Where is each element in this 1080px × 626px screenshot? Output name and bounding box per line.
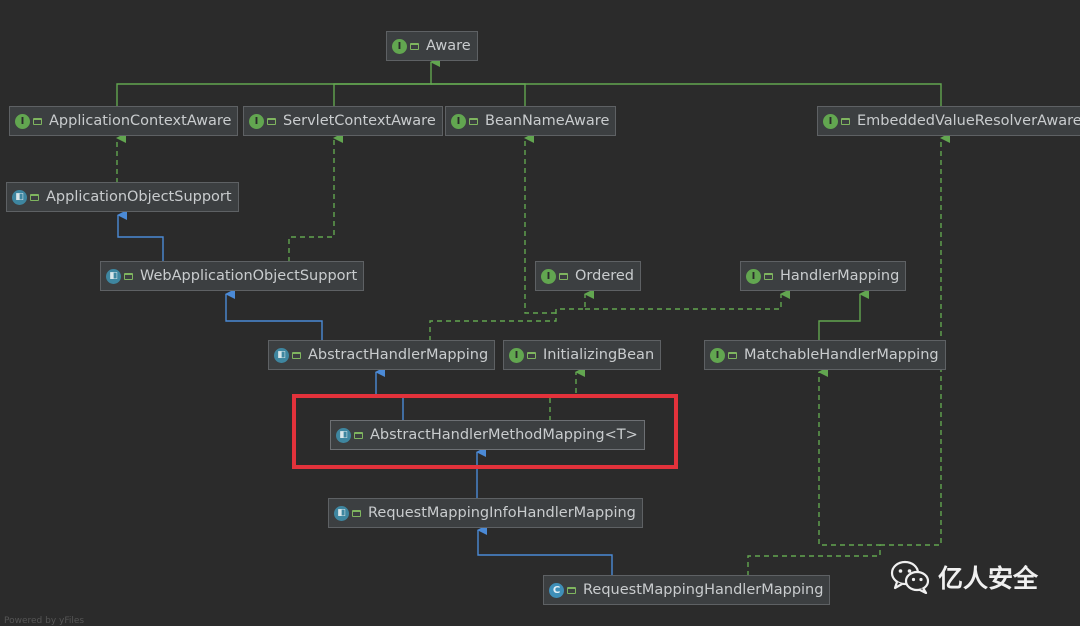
node-label: WebApplicationObjectSupport: [140, 268, 358, 284]
node-label: RequestMappingHandlerMapping: [583, 582, 824, 598]
edge-requestmappinghm-to-embeddedvalueresolveraware: [880, 133, 950, 546]
node-abstracthandlermapping[interactable]: ◧ AbstractHandlerMapping: [268, 340, 496, 370]
edge-matchablehandlermapping-to-handlermapping: [818, 289, 869, 341]
edge-requestmappinghm-to-requestmappinginfohm: [477, 525, 613, 576]
edge-requestmappinghm-to-matchablehandlermapping: [747, 367, 881, 576]
node-applicationcontextaware[interactable]: I ApplicationContextAware: [9, 106, 239, 136]
node-handlermapping[interactable]: I HandlerMapping: [740, 261, 907, 291]
interface-icon: I: [541, 268, 556, 284]
edge-webappobjectsupport-to-servletcontextaware: [288, 133, 343, 262]
interface-icon: I: [392, 38, 407, 54]
lock-icon: [267, 117, 276, 125]
node-matchablehandlermapping[interactable]: I MatchableHandlerMapping: [704, 340, 946, 370]
edge-beannameaware-to-aware: [431, 83, 526, 107]
interface-icon: I: [249, 113, 264, 129]
node-servletcontextaware[interactable]: I ServletContextAware: [243, 106, 443, 136]
lock-icon: [567, 586, 576, 594]
node-requestmappinghandlermapping[interactable]: C RequestMappingHandlerMapping: [543, 575, 831, 605]
lock-icon: [30, 193, 39, 201]
lock-icon: [469, 117, 478, 125]
lock-icon: [728, 351, 737, 359]
node-label: Aware: [426, 38, 471, 54]
node-embeddedvalueresolveraware[interactable]: I EmbeddedValueResolverAware: [817, 106, 1080, 136]
abstract-class-icon: ◧: [334, 505, 349, 521]
node-label: HandlerMapping: [780, 268, 900, 284]
lock-icon: [527, 351, 536, 359]
node-label: RequestMappingInfoHandlerMapping: [368, 505, 636, 521]
node-webapplicationobjectsupport[interactable]: ◧ WebApplicationObjectSupport: [100, 261, 365, 291]
node-aware[interactable]: I Aware: [386, 31, 478, 61]
node-label: ApplicationObjectSupport: [46, 189, 232, 205]
edge-applicationcontextaware-to-aware: [116, 57, 440, 107]
interface-icon: I: [509, 347, 524, 363]
abstract-class-icon: ◧: [106, 268, 121, 284]
edge-abstracthandlermapping-to-ordered: [429, 289, 594, 341]
node-label: AbstractHandlerMapping: [308, 347, 489, 363]
node-label: ApplicationContextAware: [49, 113, 232, 129]
lock-icon: [410, 42, 419, 50]
node-applicationobjectsupport[interactable]: ◧ ApplicationObjectSupport: [6, 182, 239, 212]
footer-hint: Powered by yFiles: [4, 616, 85, 626]
interface-icon: I: [451, 113, 466, 129]
edge-webappobjectsupport-to-appobjectsupport: [117, 210, 164, 262]
lock-icon: [559, 272, 568, 280]
wechat-icon: [890, 560, 930, 594]
lock-icon: [352, 509, 361, 517]
lock-icon: [841, 117, 850, 125]
edge-abstracthandlermapping-to-beannameaware: [524, 133, 556, 314]
edge-embeddedvalueresolveraware-to-aware: [431, 83, 942, 107]
node-label: MatchableHandlerMapping: [744, 347, 939, 363]
node-ordered[interactable]: I Ordered: [535, 261, 642, 291]
watermark: 亿人安全: [890, 555, 1038, 599]
node-label: AbstractHandlerMethodMapping<T>: [370, 427, 638, 443]
interface-icon: I: [823, 113, 838, 129]
lock-icon: [292, 351, 301, 359]
abstract-class-icon: ◧: [12, 189, 27, 205]
node-label: BeanNameAware: [485, 113, 610, 129]
abstract-class-icon: ◧: [336, 427, 351, 443]
edge-abstracthandlermapping-to-handlermapping: [585, 289, 790, 310]
edge-servletcontextaware-to-aware: [333, 83, 431, 107]
node-requestmappinginfohandlermapping[interactable]: ◧ RequestMappingInfoHandlerMapping: [328, 498, 643, 528]
lock-icon: [124, 272, 133, 280]
highlight-box: [292, 394, 678, 469]
node-label: ServletContextAware: [283, 113, 436, 129]
node-beannameaware[interactable]: I BeanNameAware: [445, 106, 617, 136]
node-label: Ordered: [575, 268, 635, 284]
watermark-text: 亿人安全: [938, 564, 1039, 593]
lock-icon: [33, 117, 42, 125]
lock-icon: [354, 431, 363, 439]
edge-abstracthandlermapping-to-webappobjectsupport: [225, 289, 323, 341]
node-label: EmbeddedValueResolverAware: [857, 113, 1080, 129]
interface-icon: I: [15, 113, 30, 129]
node-initializingbean[interactable]: I InitializingBean: [503, 340, 662, 370]
interface-icon: I: [710, 347, 725, 363]
class-icon: C: [549, 582, 564, 598]
node-label: InitializingBean: [543, 347, 655, 363]
lock-icon: [764, 272, 773, 280]
interface-icon: I: [746, 268, 761, 284]
node-abstracthandlermethodmapping[interactable]: ◧ AbstractHandlerMethodMapping<T>: [330, 420, 645, 450]
abstract-class-icon: ◧: [274, 347, 289, 363]
